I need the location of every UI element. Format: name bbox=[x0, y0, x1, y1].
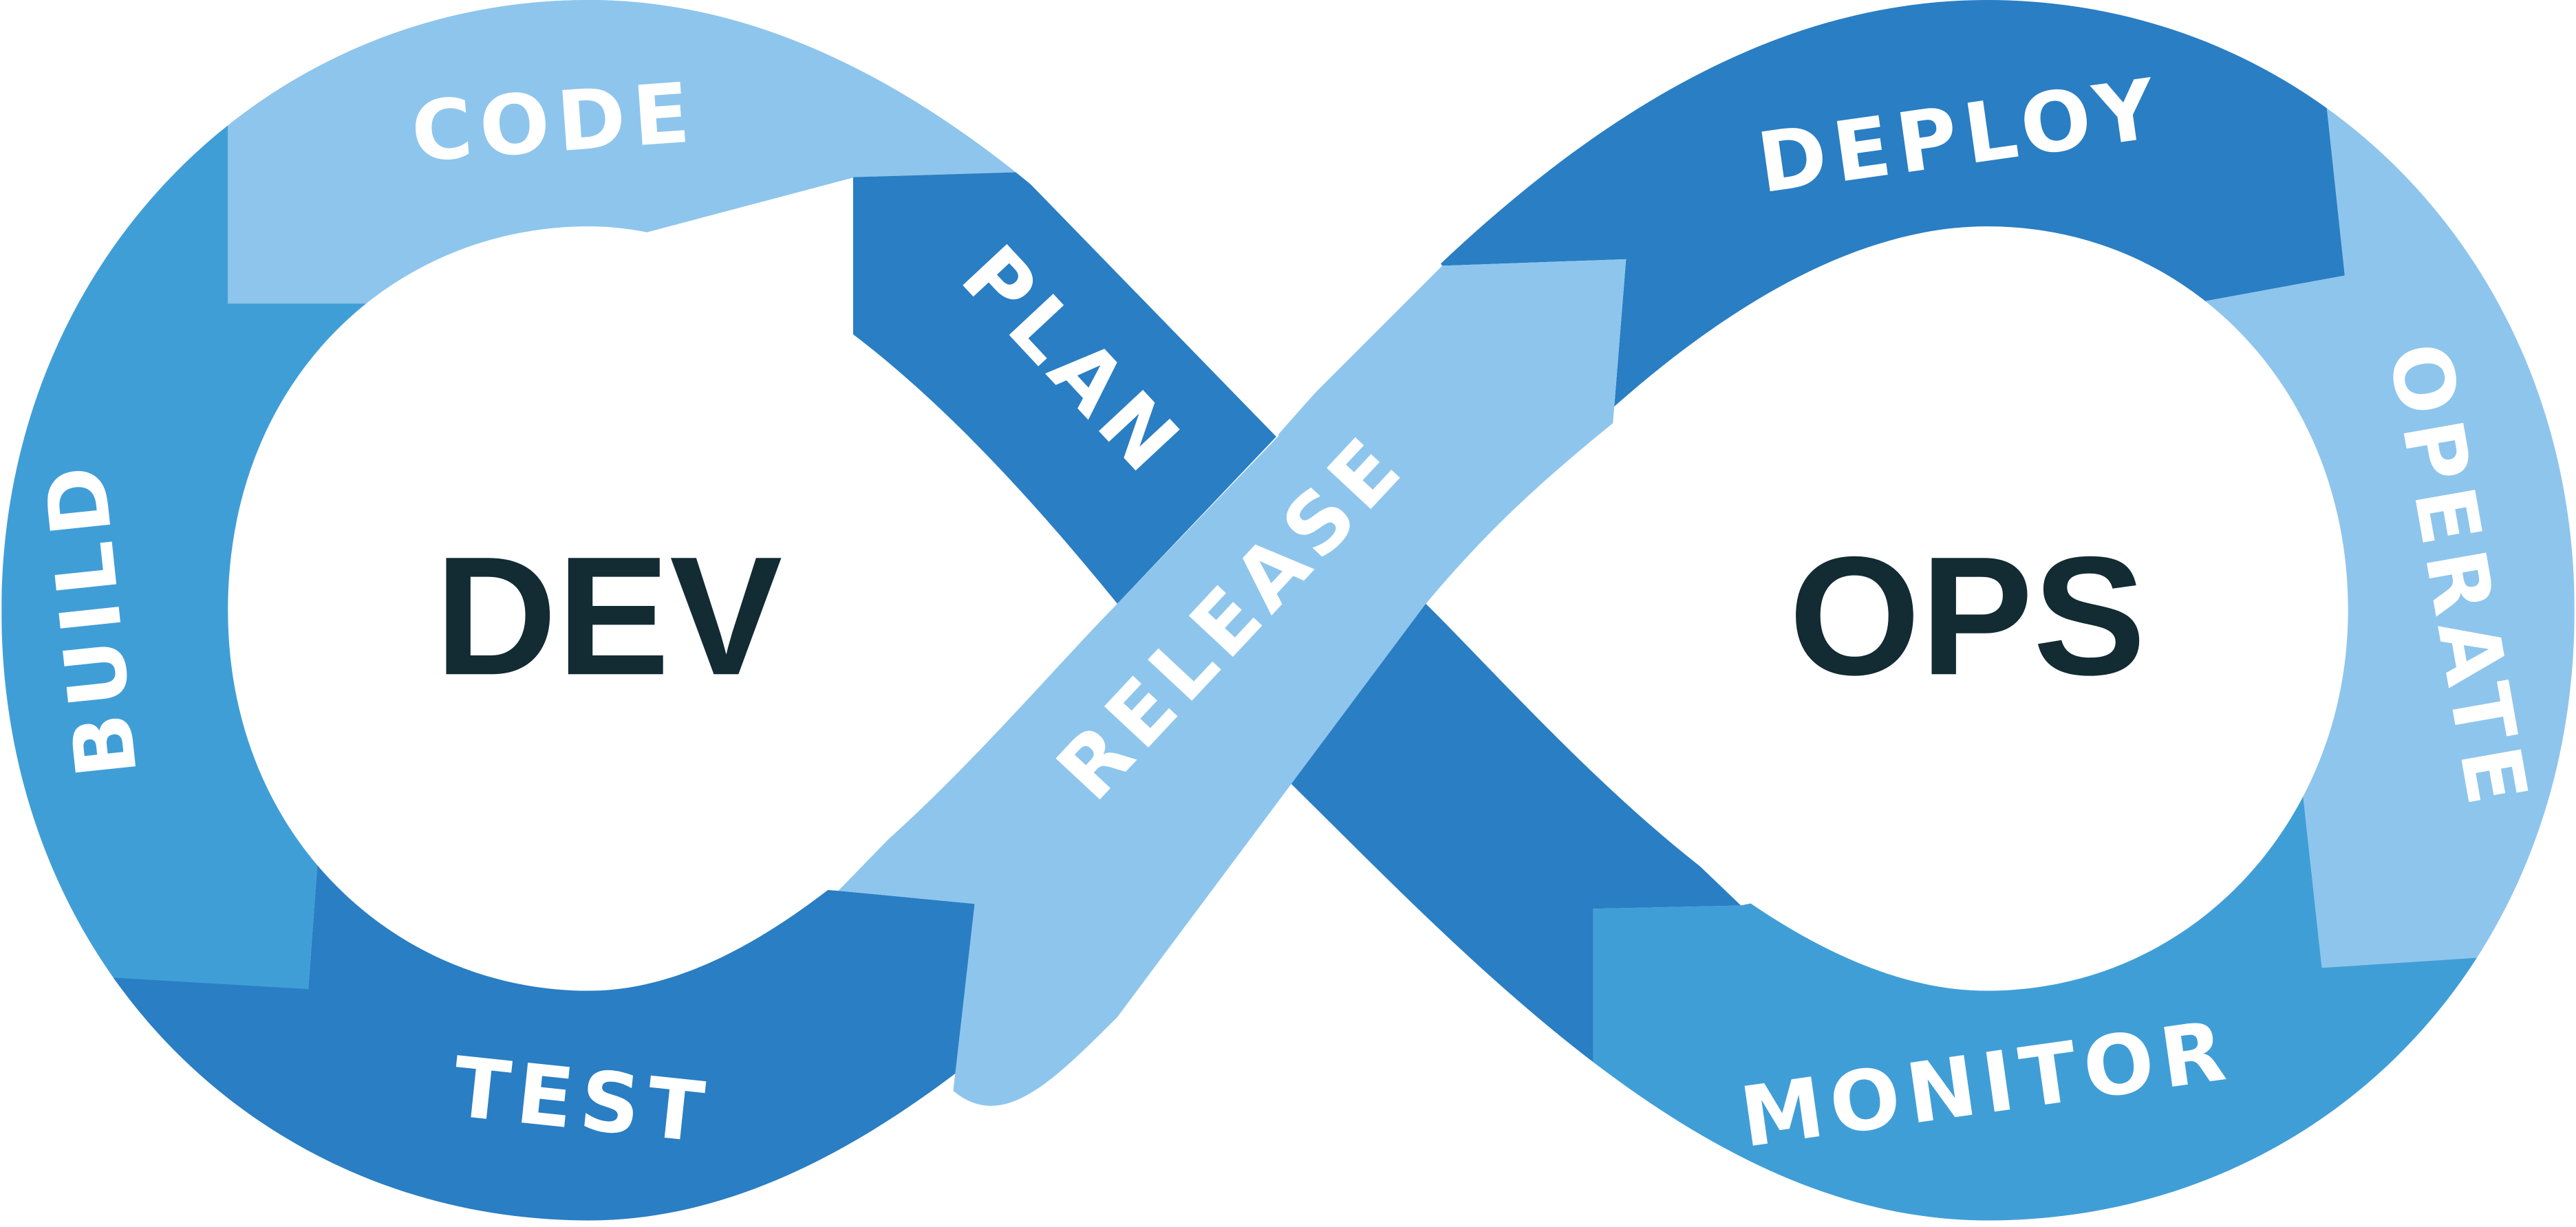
segment-code-body bbox=[198, 0, 1019, 304]
segment-plan bbox=[852, 172, 1278, 604]
release-band bbox=[838, 259, 1627, 1106]
stage-label-code: CODE bbox=[408, 65, 700, 181]
dev-label: DEV bbox=[435, 522, 782, 710]
segment-ops-bottom bbox=[1278, 603, 1741, 1221]
ops-label: OPS bbox=[1789, 522, 2146, 710]
